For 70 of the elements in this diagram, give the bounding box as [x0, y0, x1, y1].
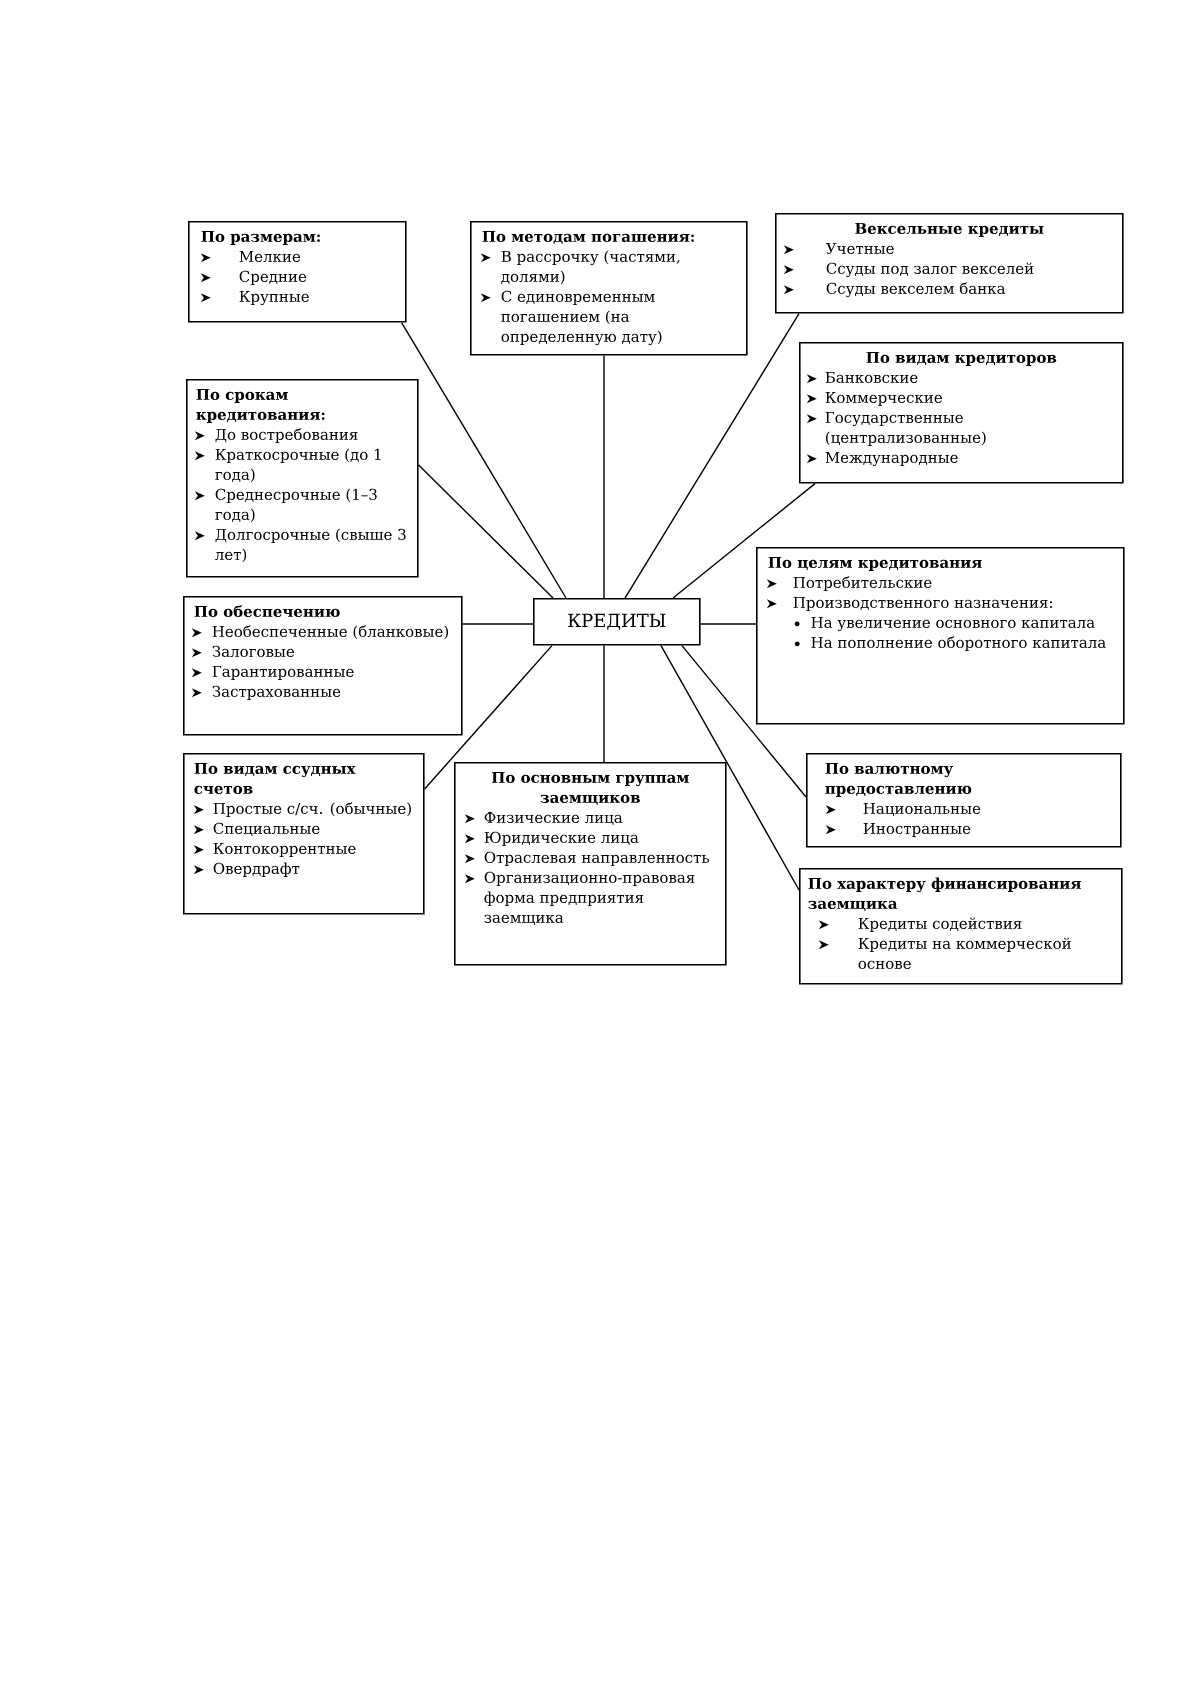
- box-heading: По обеспечению: [194, 605, 340, 618]
- list-item: С единовременным погашением (на определенную дату): [501, 290, 662, 346]
- list-item: Мелкие: [239, 250, 301, 263]
- list-item: Физические лица: [484, 811, 623, 825]
- category-box: [183, 753, 425, 915]
- list-item: Кредиты содействия: [858, 917, 1022, 932]
- connector-line: [461, 623, 534, 625]
- list-item: Специальные: [213, 822, 320, 836]
- list-item: Кредиты на коммерческой основе: [858, 937, 1071, 970]
- list-item: Долгосрочные (свыше 3 лет): [215, 528, 406, 563]
- category-box: [186, 379, 419, 578]
- box-heading: По целям кредитования: [768, 556, 982, 571]
- connector-line: [681, 644, 807, 798]
- category-box: [183, 596, 463, 736]
- category-box: [454, 762, 727, 966]
- list-item: Краткосрочные (до 1 года): [215, 448, 381, 483]
- list-item: Овердрафт: [213, 862, 300, 877]
- connector-line: [699, 623, 757, 625]
- list-item: Ссуды векселем банка: [826, 282, 1006, 298]
- box-heading: По срокам кредитования:: [196, 388, 325, 423]
- list-item: Залоговые: [212, 645, 295, 658]
- connector-line: [672, 482, 816, 599]
- box-heading: По видам ссудных счетов: [194, 762, 356, 795]
- category-box: [806, 753, 1122, 848]
- connector-line: [660, 644, 800, 891]
- category-box: [775, 213, 1124, 314]
- list-item: Банковские: [825, 371, 918, 384]
- category-box: [799, 342, 1124, 484]
- list-item: В рассрочку (частями, долями): [501, 250, 680, 285]
- list-item: Крупные: [239, 290, 309, 306]
- box-heading: По методам погашения:: [482, 230, 694, 244]
- list-item: Производственного назначения:: [793, 596, 1052, 611]
- box-heading: По основным группам заемщиков: [491, 771, 689, 805]
- list-item: Ссуды под залог векселей: [826, 262, 1034, 278]
- connector-line: [603, 644, 605, 763]
- list-item: До востребования: [215, 428, 358, 443]
- list-item: Простые с/сч. (обычные): [213, 802, 411, 817]
- connector-line: [624, 312, 800, 599]
- central-box: КРЕДИТЫ: [533, 598, 701, 646]
- list-item: Застрахованные: [212, 685, 341, 700]
- list-item: Среднесрочные (1–3 года): [215, 488, 377, 523]
- list-item: На пополнение оборотного капитала: [811, 636, 1106, 651]
- list-item: Контокоррентные: [213, 842, 356, 857]
- list-item: Государственные (централизованные): [825, 411, 986, 446]
- list-item: Гарантированные: [212, 665, 354, 680]
- box-heading: По видам кредиторов: [866, 351, 1057, 366]
- category-box: [470, 221, 748, 356]
- connector-line: [423, 644, 553, 790]
- category-box: [799, 868, 1123, 985]
- list-item: Юридические лица: [484, 831, 639, 846]
- list-item: Иностранные: [863, 822, 971, 837]
- box-heading: По характеру финансирования заемщика: [808, 877, 1081, 911]
- connector-line: [603, 354, 605, 599]
- category-box: [756, 547, 1125, 725]
- list-item: Международные: [825, 451, 958, 467]
- list-item: Отраслевая направленность: [484, 851, 709, 866]
- list-item: На увеличение основного капитала: [811, 616, 1095, 632]
- box-heading: По валютному предоставлению: [825, 762, 972, 797]
- list-item: Необеспеченные (бланковые): [212, 625, 449, 640]
- connector-line: [400, 321, 567, 599]
- category-box: [188, 221, 407, 323]
- box-heading: По размерам:: [201, 230, 320, 245]
- list-item: Учетные: [825, 242, 894, 255]
- list-item: Национальные: [863, 802, 981, 816]
- list-item: Средние: [239, 270, 307, 285]
- list-item: Организационно-правовая форма предприятия заемщика: [484, 871, 695, 925]
- connector-line: [417, 464, 554, 599]
- list-item: Коммерческие: [825, 391, 942, 406]
- box-heading: Вексельные кредиты: [855, 222, 1044, 237]
- list-item: Потребительские: [793, 576, 932, 591]
